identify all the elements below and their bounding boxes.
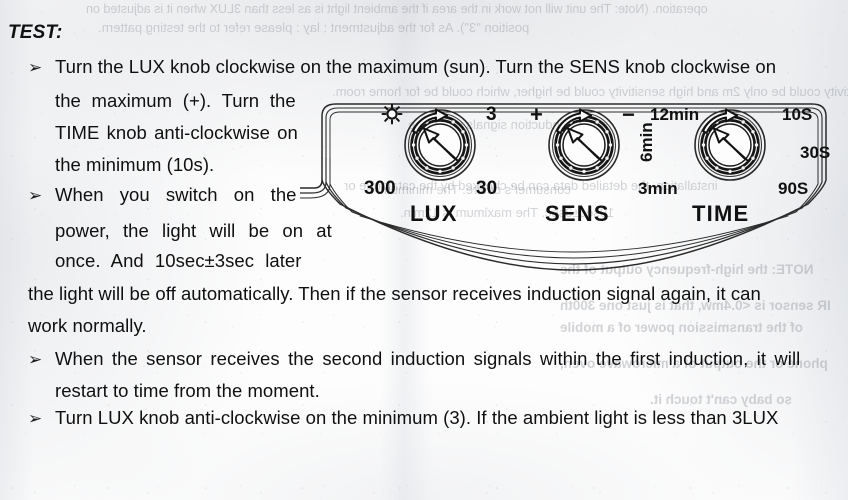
time-mark-30s: 30S: [800, 143, 830, 162]
sens-mark-plus: +: [530, 102, 543, 127]
body-line: power, the light will be on at: [55, 220, 332, 241]
bullet-icon: ➢: [28, 409, 43, 429]
body-line: When you switch on the: [55, 184, 297, 205]
sun-icon: [381, 103, 403, 125]
sens-label: SENS: [545, 201, 610, 226]
body-line: the minimum (10s).: [55, 154, 215, 175]
bullet-icon: ➢: [28, 186, 43, 206]
body-line: the light will be off automatically. The…: [28, 283, 761, 304]
bullet-icon: ➢: [28, 58, 43, 78]
bullet-icon: ➢: [28, 350, 43, 370]
time-mark-3min: 3min: [638, 179, 678, 198]
body-line: Turn the LUX knob clockwise on the maxim…: [55, 56, 777, 77]
sens-knob: [549, 110, 619, 181]
lux-mark-300: 300: [364, 178, 396, 199]
time-mark-6min: 6min: [637, 122, 656, 162]
body-line: work normally.: [28, 315, 147, 336]
control-panel-diagram: 3 300 30 LUX + − SENS 12min 6min 3min 10…: [300, 92, 848, 272]
time-mark-12min: 12min: [650, 105, 699, 124]
body-line: the maximum (+). Turn the: [55, 90, 296, 111]
lux-mark-3: 3: [486, 104, 497, 125]
body-line: once. And 10sec±3sec later: [55, 250, 302, 271]
body-line: restart to time from the moment.: [55, 380, 320, 401]
body-line: When the sensor receives the second indu…: [55, 348, 801, 369]
lux-knob: [405, 110, 475, 181]
body-line: Turn LUX knob anti-clockwise on the mini…: [55, 407, 779, 428]
time-label: TIME: [692, 201, 749, 226]
lux-label: LUX: [410, 201, 458, 226]
lux-mark-30: 30: [476, 178, 497, 199]
time-mark-90s: 90S: [778, 179, 808, 198]
time-mark-10s: 10S: [782, 105, 812, 124]
sens-mark-minus: −: [622, 102, 635, 127]
time-knob: [695, 110, 765, 181]
body-line: TIME knob anti-clockwise on: [55, 122, 298, 143]
page-title: TEST:: [8, 22, 63, 43]
